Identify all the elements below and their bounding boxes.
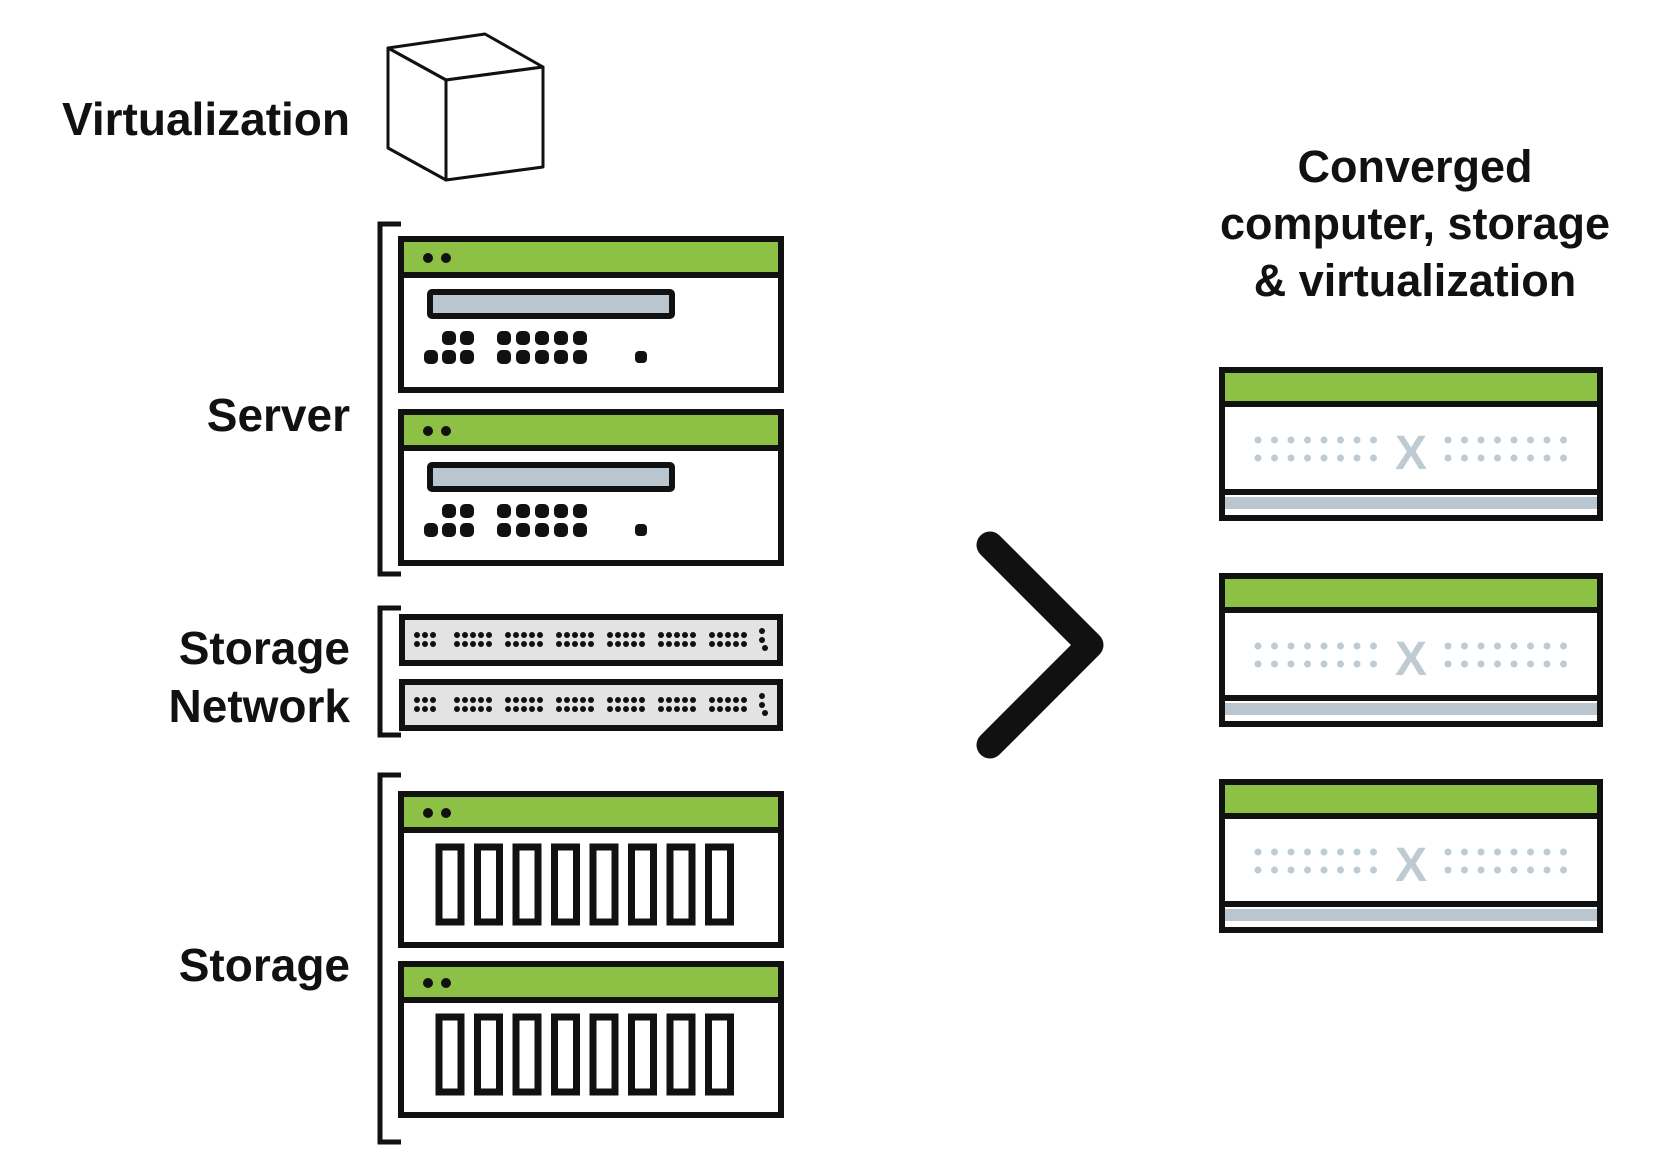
- disk-slots: [435, 843, 734, 926]
- converged-title-line3: & virtualization: [1253, 255, 1577, 307]
- network-switch-1: [399, 614, 783, 666]
- server-indicator-dots: [424, 504, 647, 537]
- converged-indicator-dots: [1254, 642, 1567, 668]
- server-unit-2: [398, 409, 784, 566]
- storage-network-label-line1: Storage: [178, 622, 350, 674]
- chevron-right-icon: [976, 531, 1104, 759]
- converged-appliance-2: X: [1219, 573, 1603, 727]
- storage-network-bracket: [377, 605, 401, 738]
- converged-indicator-dots: [1254, 848, 1567, 874]
- converged-indicator-dots: [1254, 436, 1567, 462]
- converged-mark: X: [1395, 839, 1427, 892]
- converged-mark: X: [1395, 633, 1427, 686]
- converged-title-line2: computer, storage: [1219, 198, 1611, 250]
- disk-slots: [435, 1013, 734, 1096]
- storage-bracket: [377, 772, 401, 1145]
- converged-appliance-3: X: [1219, 779, 1603, 933]
- converged-appliance-1: X: [1219, 367, 1603, 521]
- storage-network-label: Storage Network: [20, 620, 350, 735]
- storage-label: Storage: [178, 939, 350, 991]
- server-bracket: [377, 221, 401, 577]
- server-unit-1: [398, 236, 784, 393]
- switch-port-dots: [414, 693, 768, 716]
- disk-array-unit-1: [398, 791, 784, 948]
- virtualization-label: Virtualization: [62, 93, 350, 145]
- network-switch-2: [399, 679, 783, 731]
- converged-title-line1: Converged: [1297, 141, 1533, 192]
- disk-array-unit-2: [398, 961, 784, 1118]
- converged-title: Converged computer, storage & virtualiza…: [1190, 138, 1640, 309]
- storage-network-label-line2: Network: [168, 679, 350, 732]
- cube-icon: [386, 32, 545, 182]
- converged-mark: X: [1395, 427, 1427, 480]
- switch-port-dots: [414, 628, 768, 651]
- server-label: Server: [206, 389, 350, 441]
- server-indicator-dots: [424, 331, 647, 364]
